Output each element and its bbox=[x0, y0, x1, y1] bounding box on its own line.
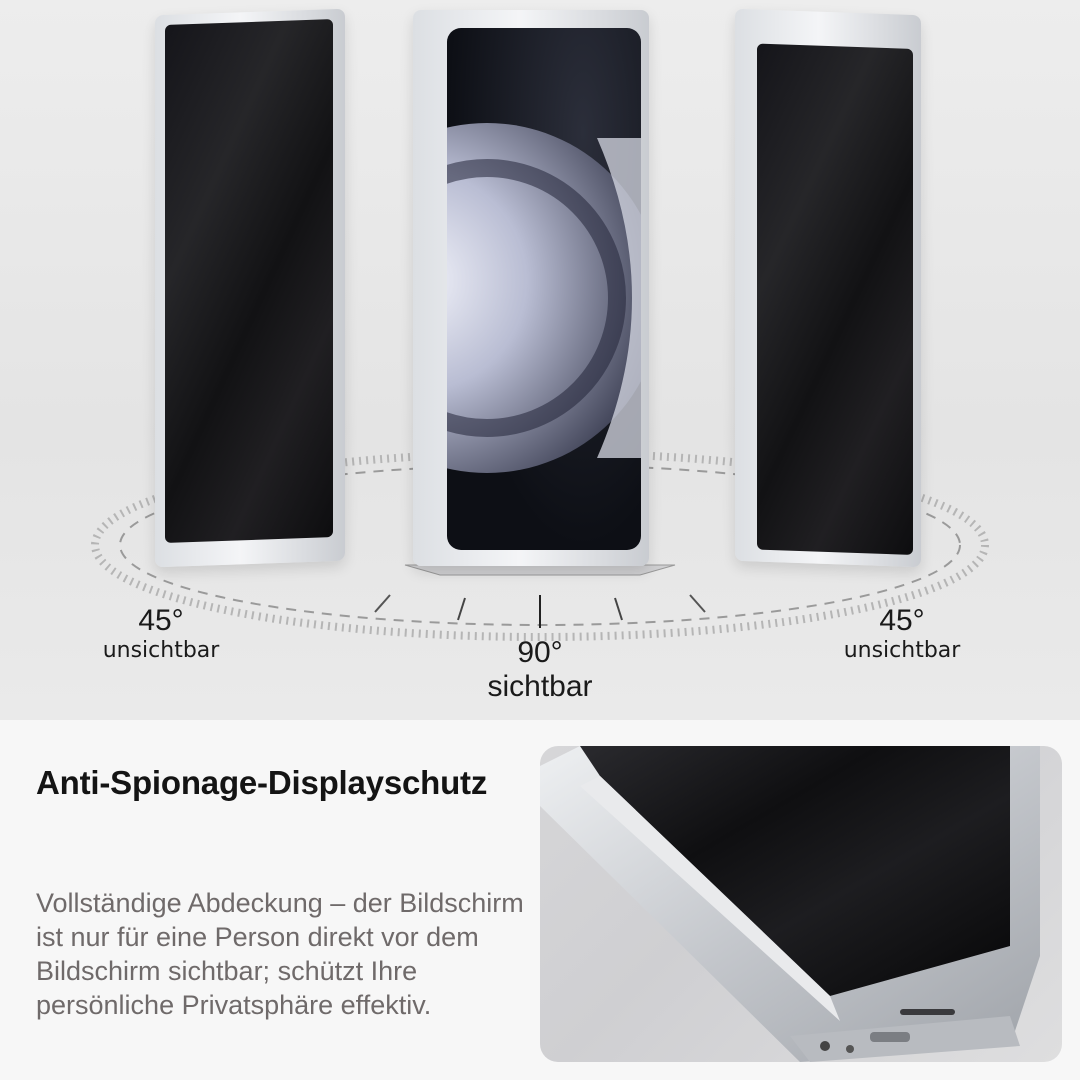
closeup-phone-image bbox=[540, 746, 1062, 1062]
angle-demo-section: 45° unsichtbar 90° sichtbar 45° unsichtb… bbox=[0, 0, 1080, 720]
center-phone bbox=[413, 10, 649, 566]
center-visible-screen bbox=[447, 28, 641, 550]
left-angle-degree: 45° bbox=[138, 604, 184, 637]
center-angle-word: sichtbar bbox=[487, 670, 593, 703]
center-angle-label: 90° sichtbar bbox=[455, 636, 625, 704]
left-angle-label: 45° unsichtbar bbox=[96, 604, 226, 663]
right-phone bbox=[735, 8, 921, 568]
left-privacy-screen bbox=[165, 19, 333, 543]
right-angle-degree: 45° bbox=[879, 604, 925, 637]
feature-title: Anti-Spionage-Displayschutz bbox=[36, 764, 488, 801]
left-phone bbox=[155, 8, 345, 568]
center-angle-degree: 90° bbox=[517, 636, 563, 669]
right-angle-word: unsichtbar bbox=[843, 638, 961, 663]
right-privacy-screen bbox=[757, 43, 913, 555]
feature-description: Vollständige Abdeckung – der Bildschirm … bbox=[36, 888, 524, 1020]
right-angle-label: 45° unsichtbar bbox=[837, 604, 967, 663]
left-angle-word: unsichtbar bbox=[102, 638, 220, 663]
